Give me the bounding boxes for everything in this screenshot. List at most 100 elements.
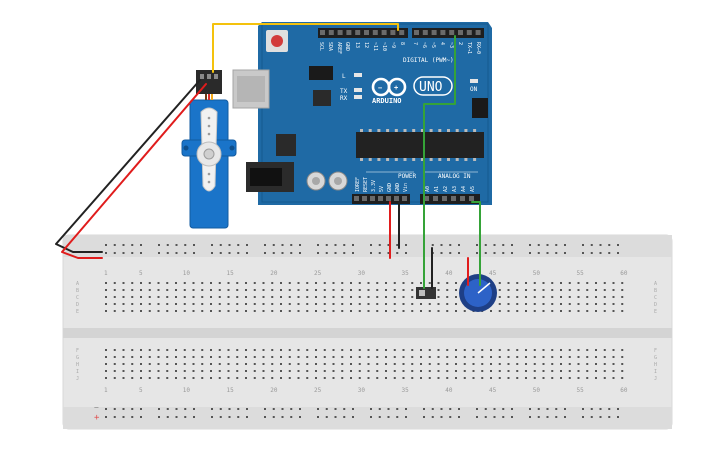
breadboard-hole[interactable] <box>393 356 396 358</box>
breadboard-hole[interactable] <box>175 289 177 291</box>
rail-hole[interactable] <box>555 244 558 246</box>
breadboard-hole[interactable] <box>507 310 510 312</box>
rail-hole[interactable] <box>493 416 496 418</box>
breadboard-hole[interactable] <box>280 377 282 379</box>
breadboard-hole[interactable] <box>385 296 387 298</box>
breadboard-hole[interactable] <box>236 363 239 365</box>
breadboard-hole[interactable] <box>140 377 142 379</box>
breadboard-hole[interactable] <box>332 356 335 358</box>
header-socket[interactable] <box>458 30 463 35</box>
breadboard-hole[interactable] <box>595 289 597 291</box>
rail-hole[interactable] <box>246 408 248 410</box>
breadboard-hole[interactable] <box>481 349 484 351</box>
breadboard-hole[interactable] <box>262 370 265 372</box>
rail-hole[interactable] <box>122 244 125 246</box>
header-socket[interactable] <box>394 196 399 201</box>
breadboard-hole[interactable] <box>393 310 396 312</box>
header-socket[interactable] <box>466 30 472 35</box>
breadboard-hole[interactable] <box>157 303 160 305</box>
breadboard-hole[interactable] <box>332 289 335 291</box>
breadboard-hole[interactable] <box>288 363 291 365</box>
breadboard-hole[interactable] <box>542 310 545 312</box>
breadboard-hole[interactable] <box>227 363 230 365</box>
breadboard-hole[interactable] <box>385 310 387 312</box>
breadboard-hole[interactable] <box>192 349 195 351</box>
rail-hole[interactable] <box>537 416 540 418</box>
breadboard-hole[interactable] <box>210 377 212 379</box>
wires[interactable] <box>55 23 481 289</box>
breadboard-hole[interactable] <box>245 310 247 312</box>
breadboard-hole[interactable] <box>341 349 344 351</box>
breadboard-hole[interactable] <box>533 356 536 358</box>
rail-hole[interactable] <box>617 408 619 410</box>
breadboard-hole[interactable] <box>218 289 221 291</box>
rail-hole[interactable] <box>166 408 169 410</box>
breadboard-hole[interactable] <box>350 296 352 298</box>
breadboard-hole[interactable] <box>411 363 414 365</box>
breadboard-hole[interactable] <box>542 377 545 379</box>
breadboard-hole[interactable] <box>367 289 370 291</box>
servo-motor[interactable] <box>181 70 237 229</box>
breadboard-hole[interactable] <box>306 296 309 298</box>
breadboard-hole[interactable] <box>315 296 317 298</box>
breadboard-hole[interactable] <box>516 377 519 379</box>
breadboard-hole[interactable] <box>105 310 107 312</box>
rail-hole[interactable] <box>617 252 619 254</box>
breadboard-hole[interactable] <box>498 310 501 312</box>
breadboard-hole[interactable] <box>175 370 177 372</box>
breadboard-hole[interactable] <box>166 370 169 372</box>
header-socket[interactable] <box>372 30 378 35</box>
breadboard-hole[interactable] <box>350 370 352 372</box>
breadboard-hole[interactable] <box>533 282 536 284</box>
breadboard-hole[interactable] <box>288 356 291 358</box>
breadboard-hole[interactable] <box>148 363 151 365</box>
breadboard-hole[interactable] <box>358 349 361 351</box>
breadboard-hole[interactable] <box>420 310 422 312</box>
header-pin-sockets[interactable] <box>320 30 481 201</box>
breadboard-hole[interactable] <box>245 296 247 298</box>
rail-hole[interactable] <box>431 244 434 246</box>
breadboard-hole[interactable] <box>262 310 265 312</box>
breadboard-hole[interactable] <box>201 363 204 365</box>
rail-hole[interactable] <box>431 416 434 418</box>
rail-hole[interactable] <box>608 408 611 410</box>
breadboard-hole[interactable] <box>568 370 571 372</box>
header-socket[interactable] <box>440 30 446 35</box>
breadboard-hole[interactable] <box>166 349 169 351</box>
breadboard-hole[interactable] <box>201 296 204 298</box>
rail-hole[interactable] <box>334 416 337 418</box>
breadboard-hole[interactable] <box>236 349 239 351</box>
breadboard-hole[interactable] <box>105 377 107 379</box>
rail-hole[interactable] <box>113 408 116 410</box>
breadboard-hole[interactable] <box>288 370 291 372</box>
breadboard-hole[interactable] <box>455 356 457 358</box>
breadboard-hole[interactable] <box>525 356 527 358</box>
breadboard-hole[interactable] <box>568 356 571 358</box>
rail-hole[interactable] <box>484 408 487 410</box>
breadboard-hole[interactable] <box>131 370 134 372</box>
header-socket[interactable] <box>469 196 474 201</box>
breadboard-hole[interactable] <box>446 296 449 298</box>
breadboard-hole[interactable] <box>113 370 116 372</box>
breadboard-hole[interactable] <box>350 349 352 351</box>
breadboard-hole[interactable] <box>323 282 326 284</box>
rail-hole[interactable] <box>590 252 593 254</box>
breadboard-hole[interactable] <box>595 303 597 305</box>
rail-hole[interactable] <box>184 408 187 410</box>
breadboard-hole[interactable] <box>393 349 396 351</box>
breadboard-hole[interactable] <box>586 370 589 372</box>
breadboard-hole[interactable] <box>455 377 457 379</box>
header-socket[interactable] <box>399 30 405 35</box>
breadboard-hole[interactable] <box>428 303 431 305</box>
breadboard-hole[interactable] <box>297 296 300 298</box>
breadboard-hole[interactable] <box>140 349 142 351</box>
breadboard-hole[interactable] <box>525 363 527 365</box>
breadboard-hole[interactable] <box>516 370 519 372</box>
rail-hole[interactable] <box>166 416 169 418</box>
breadboard-hole[interactable] <box>560 363 562 365</box>
rail-hole[interactable] <box>387 416 390 418</box>
rail-hole[interactable] <box>555 416 558 418</box>
rail-hole[interactable] <box>582 408 584 410</box>
breadboard-hole[interactable] <box>157 356 160 358</box>
breadboard-hole[interactable] <box>192 370 195 372</box>
